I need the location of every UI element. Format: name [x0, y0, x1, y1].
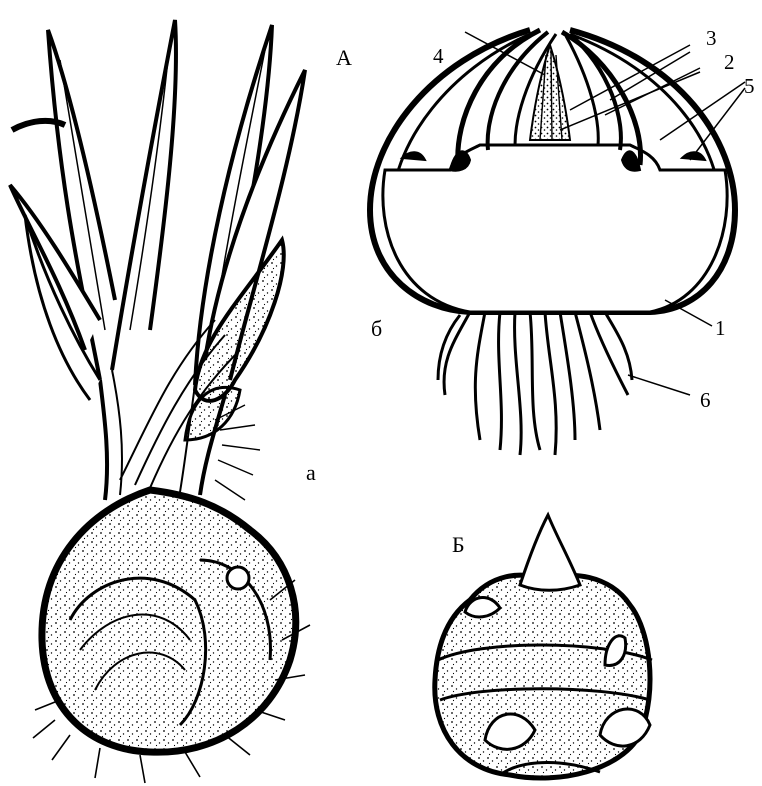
label-b: б — [371, 318, 382, 340]
figure-a-whole-bulb — [10, 20, 310, 783]
flower-bud — [530, 45, 570, 140]
label-number-5: 5 — [744, 76, 755, 97]
apical-bud — [520, 515, 580, 590]
roots — [438, 312, 632, 455]
figure-corm — [435, 515, 652, 778]
label-number-4: 4 — [433, 46, 444, 67]
bud-on-bulb — [227, 567, 249, 589]
label-number-1: 1 — [715, 318, 726, 339]
bulb-base — [383, 145, 727, 312]
label-number-3: 3 — [706, 28, 717, 49]
label-panel-A: А — [336, 47, 352, 69]
label-panel-B: Б — [452, 534, 465, 556]
label-number-2: 2 — [724, 52, 735, 73]
label-number-6: 6 — [700, 390, 711, 411]
label-a: а — [306, 462, 316, 484]
figure-b-bulb-section — [370, 30, 745, 455]
